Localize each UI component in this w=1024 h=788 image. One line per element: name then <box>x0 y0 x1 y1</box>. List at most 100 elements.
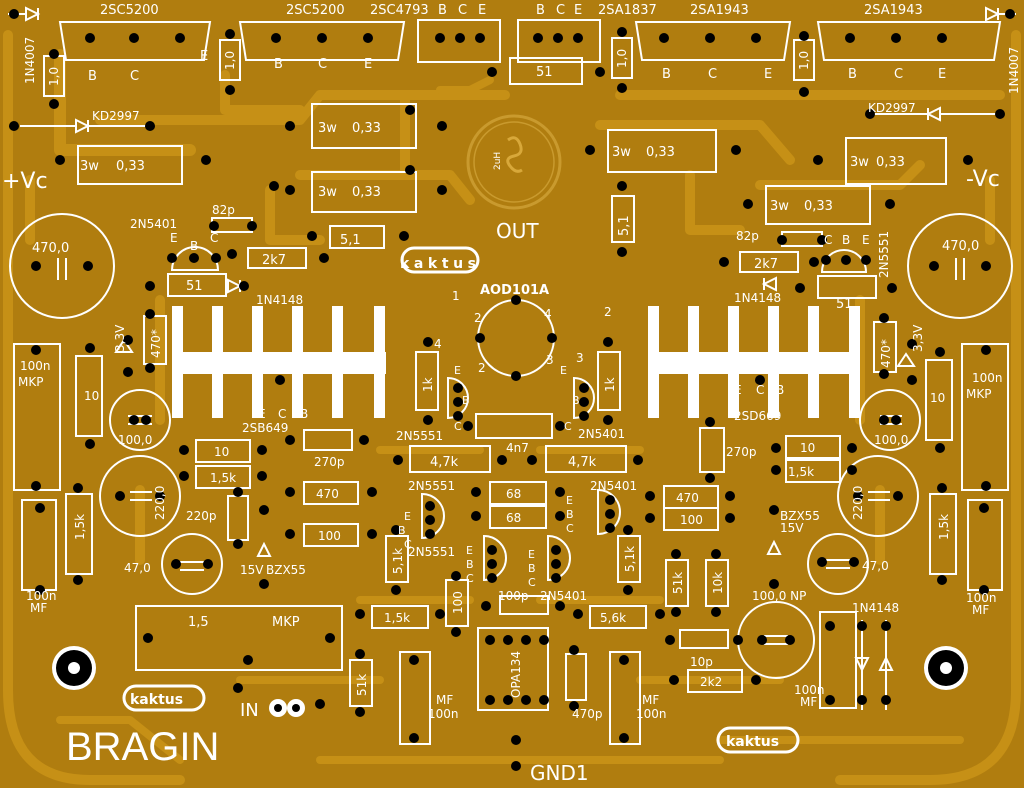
solder-pad <box>533 33 543 43</box>
solder-pad <box>981 481 991 491</box>
pin-label: E <box>764 67 772 82</box>
pin-label: B <box>776 383 784 397</box>
solder-pad <box>937 483 947 493</box>
solder-pad <box>317 33 327 43</box>
label-c-mf: MF <box>642 693 659 707</box>
label-r-w: 0,33 <box>352 121 381 136</box>
label-c-4n7: 4n7 <box>506 441 529 455</box>
solder-pad <box>453 411 463 421</box>
solder-pad <box>225 29 235 39</box>
pin-label: 4 <box>434 337 442 351</box>
pin-label: 2 <box>478 361 486 375</box>
solder-pad <box>879 415 889 425</box>
label-c-100: 100,0 <box>874 433 908 447</box>
solder-pad <box>603 337 613 347</box>
label-r-e4: 1,0 <box>797 51 811 70</box>
solder-pad <box>35 585 45 595</box>
label-r-e1: 1,0 <box>47 67 61 86</box>
solder-pad <box>619 733 629 743</box>
solder-pad <box>145 121 155 131</box>
solder-pad <box>511 735 521 745</box>
label-r-1k5: 1,5k <box>788 465 814 479</box>
label-z1: BZX55 <box>266 563 306 577</box>
solder-pad <box>719 257 729 267</box>
pin-label: 3 <box>576 351 584 365</box>
solder-pad <box>937 33 947 43</box>
label-r-100: 100 <box>680 513 703 527</box>
solder-pad <box>579 383 589 393</box>
solder-pad <box>603 415 613 425</box>
solder-pad <box>935 443 945 453</box>
solder-pad <box>619 655 629 665</box>
label-d7: 1N4148 <box>852 601 899 615</box>
solder-pad <box>423 337 433 347</box>
label-q9: 2N5551 <box>877 231 891 278</box>
solder-pad <box>725 491 735 501</box>
solder-pad <box>853 491 863 501</box>
label-r-51k: 51k <box>355 674 369 696</box>
solder-pad <box>879 313 889 323</box>
solder-pad <box>847 443 857 453</box>
pin-label: C <box>824 233 832 247</box>
label-r-w: 3w <box>80 159 99 174</box>
pin-label: B <box>274 57 283 72</box>
solder-pad <box>145 309 155 319</box>
pin-label: E <box>466 544 473 557</box>
solder-pad <box>31 345 41 355</box>
solder-pad <box>141 415 151 425</box>
solder-pad <box>617 27 627 37</box>
label-c-mf: MF <box>972 603 989 617</box>
solder-pad <box>655 609 665 619</box>
solder-pad <box>227 249 237 259</box>
solder-pad <box>405 165 415 175</box>
solder-pad <box>633 455 643 465</box>
solder-pad <box>257 471 267 481</box>
label-z3: 3,3V <box>113 324 127 352</box>
solder-pad <box>573 33 583 43</box>
solder-pad <box>769 505 779 515</box>
solder-pad <box>551 559 561 569</box>
solder-pad <box>555 487 565 497</box>
pin-label: 2 <box>604 305 612 319</box>
label-c-100n: 100n <box>972 371 1003 385</box>
pin-label: B <box>462 394 470 407</box>
solder-pad <box>423 415 433 425</box>
label-q4: 2N5401 <box>578 427 625 441</box>
solder-pad <box>521 635 531 645</box>
pin-label: C <box>278 407 286 421</box>
solder-pad <box>907 339 917 349</box>
brand-badge-1: kaktus <box>400 256 476 272</box>
label-q-drv1: 2SC4793 <box>370 3 429 18</box>
solder-pad <box>795 283 805 293</box>
label-r-w: 0,33 <box>876 155 905 170</box>
solder-pad <box>35 503 45 513</box>
pin-label: C <box>556 3 565 18</box>
solder-pad <box>211 253 221 263</box>
solder-pad <box>189 253 199 263</box>
solder-pad <box>511 761 521 771</box>
solder-pad <box>129 33 139 43</box>
solder-pad <box>857 695 867 705</box>
solder-pad <box>585 145 595 155</box>
solder-pad <box>259 505 269 515</box>
label-c-100n: 100n <box>966 591 997 605</box>
board-title: BRAGIN <box>66 725 219 769</box>
solder-pad <box>777 235 787 245</box>
solder-pad <box>363 33 373 43</box>
brand-badge-2: kaktus <box>130 692 183 708</box>
label-c-mf: MF <box>30 601 47 615</box>
solder-pad <box>539 635 549 645</box>
solder-pad <box>201 155 211 165</box>
solder-pad <box>497 455 507 465</box>
solder-pad <box>145 281 155 291</box>
label-c-470p: 470p <box>572 707 603 721</box>
label-r-470s: 470* <box>879 339 893 368</box>
solder-pad <box>553 33 563 43</box>
label-r-68: 68 <box>506 511 521 525</box>
solder-pad <box>645 513 655 523</box>
solder-pad <box>935 347 945 357</box>
solder-pad <box>437 185 447 195</box>
label-r-4k7: 4,7k <box>430 455 459 470</box>
pin-label: C <box>210 231 218 245</box>
label-r-w: 0,33 <box>804 199 833 214</box>
